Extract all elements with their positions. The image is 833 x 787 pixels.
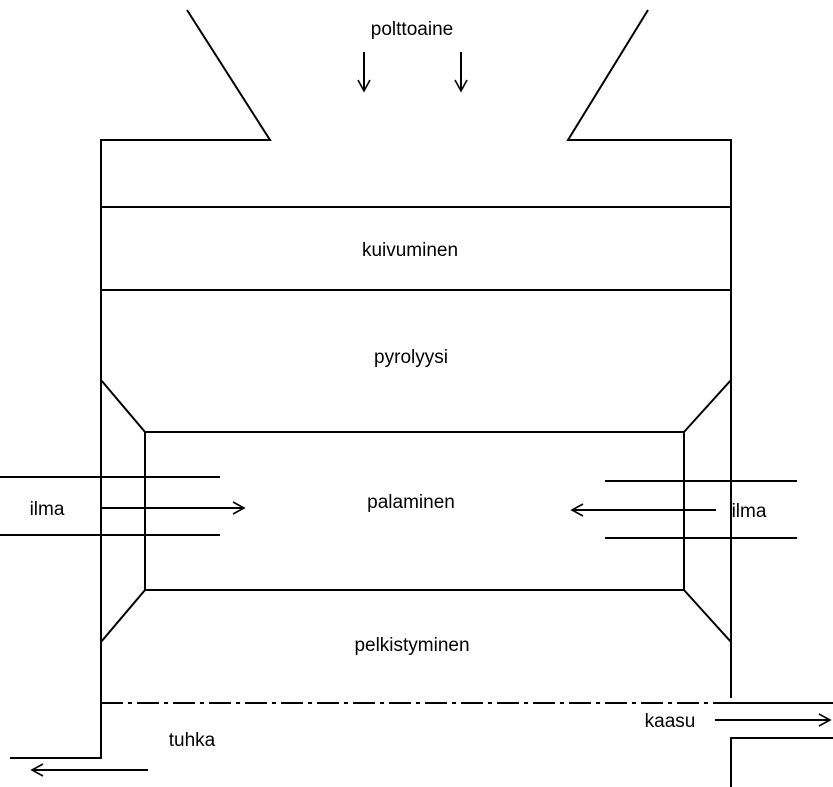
gas-label: kaasu — [645, 711, 696, 732]
gas-outlet-duct — [730, 702, 833, 787]
combustion-throat — [100, 379, 732, 643]
combustion-zone-label: palaminen — [367, 492, 455, 513]
pyrolysis-zone-label: pyrolyysi — [374, 347, 448, 368]
air-label-left: ilma — [30, 499, 65, 520]
fuel-hopper — [10, 9, 732, 759]
air-label-right: ilma — [732, 501, 767, 522]
ash-label: tuhka — [169, 730, 216, 751]
air-inlet-right — [605, 480, 797, 539]
fuel-label: polttoaine — [371, 19, 453, 40]
reduction-zone-label: pelkistyminen — [354, 635, 469, 656]
air-inlet-left — [0, 476, 220, 536]
drying-zone-label: kuivuminen — [362, 240, 458, 261]
